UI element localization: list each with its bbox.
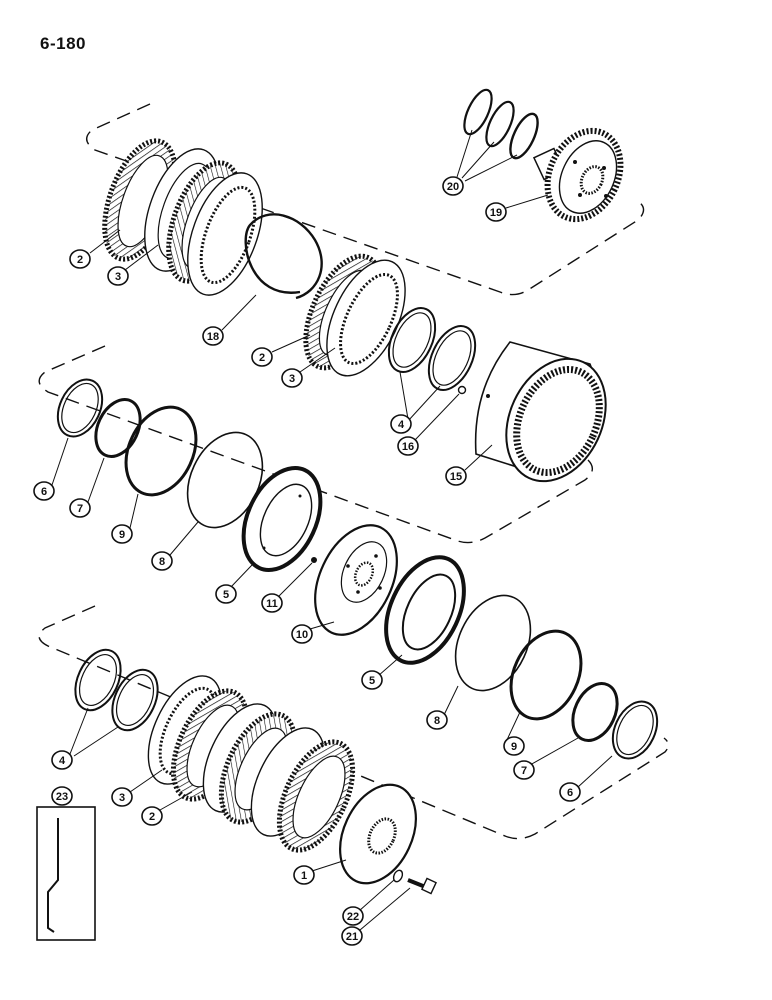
- carrier-hub-19: [532, 127, 624, 223]
- callout-number: 2: [149, 811, 155, 823]
- check-ball-16: [457, 385, 467, 395]
- seal-rings-8-9-7-6-lower: [454, 594, 659, 760]
- callout-5: 5: [361, 670, 383, 690]
- leader-lines: [51, 129, 613, 931]
- callout-18: 18: [202, 326, 224, 346]
- callout-number: 6: [567, 787, 573, 799]
- group-outline-middle: [38, 345, 593, 544]
- clutch-pack-lower: [147, 675, 356, 853]
- callout-number: 3: [289, 373, 295, 385]
- callout-number: 5: [369, 675, 375, 687]
- callout-number: 7: [77, 503, 83, 515]
- callout-number: 23: [56, 791, 68, 803]
- callout-7: 7: [513, 760, 535, 780]
- callout-number: 10: [296, 629, 308, 641]
- callout-15: 15: [445, 466, 467, 486]
- callout-8: 8: [151, 551, 173, 571]
- callout-6: 6: [33, 481, 55, 501]
- seal-rings-6-7-9-8: [56, 378, 264, 529]
- callout-23: 23: [51, 786, 73, 806]
- callout-21: 21: [341, 926, 363, 946]
- check-ball-11: [311, 557, 317, 563]
- callout-number: 2: [77, 254, 83, 266]
- callout-number: 3: [115, 271, 121, 283]
- thrust-washers-4: [387, 307, 477, 391]
- callout-number: 21: [346, 931, 358, 943]
- callout-number: 1: [301, 870, 307, 882]
- clutch-pack-upper-2: [303, 253, 406, 377]
- callout-number: 15: [450, 471, 462, 483]
- callout-22: 22: [342, 906, 364, 926]
- callout-7: 7: [69, 498, 91, 518]
- callout-number: 4: [59, 755, 66, 767]
- clutch-pack-upper: [102, 138, 263, 296]
- inset-box-23: [36, 806, 96, 941]
- callout-8: 8: [426, 710, 448, 730]
- callout-number: 8: [434, 715, 440, 727]
- washer-22: [392, 869, 404, 883]
- callout-5: 5: [215, 584, 237, 604]
- callout-1: 1: [293, 865, 315, 885]
- piston-5-lower: [384, 555, 466, 665]
- callout-number: 22: [347, 911, 359, 923]
- callout-number: 20: [447, 181, 459, 193]
- callout-20: 20: [442, 176, 464, 196]
- callout-2: 2: [141, 806, 163, 826]
- callout-3: 3: [281, 368, 303, 388]
- callout-11: 11: [261, 593, 283, 613]
- callout-number: 5: [223, 589, 229, 601]
- group-outline-top: [86, 103, 645, 296]
- callout-2: 2: [69, 249, 91, 269]
- callout-number: 2: [259, 352, 265, 364]
- callout-number: 18: [207, 331, 219, 343]
- callout-2: 2: [251, 347, 273, 367]
- callout-number: 6: [41, 486, 47, 498]
- callout-number: 9: [119, 529, 125, 541]
- callout-10: 10: [291, 624, 313, 644]
- callout-3: 3: [111, 787, 133, 807]
- callout-number: 16: [402, 441, 414, 453]
- callout-3: 3: [107, 266, 129, 286]
- callout-19: 19: [485, 202, 507, 222]
- clutch-hub-1: [339, 783, 417, 885]
- piston-5-upper: [241, 465, 323, 573]
- snap-rings-20: [463, 88, 539, 160]
- callout-number: 11: [266, 598, 278, 610]
- page-number: 6-180: [40, 34, 86, 53]
- callout-number: 4: [398, 419, 405, 431]
- callout-4: 4: [390, 414, 412, 434]
- callout-9: 9: [111, 524, 133, 544]
- callout-number: 19: [490, 207, 502, 219]
- callout-number: 8: [159, 556, 165, 568]
- thrust-washers-4-lower: [74, 648, 159, 732]
- callout-number: 3: [119, 792, 125, 804]
- callout-number: 9: [511, 741, 517, 753]
- snap-ring-18: [244, 213, 323, 300]
- callout-6: 6: [559, 782, 581, 802]
- callout-9: 9: [503, 736, 525, 756]
- callout-16: 16: [397, 436, 419, 456]
- bolt-21: [407, 877, 437, 895]
- callout-4: 4: [51, 750, 73, 770]
- clutch-drum-15: [474, 341, 607, 483]
- callout-number: 7: [521, 765, 527, 777]
- clutch-hub-10: [314, 524, 398, 636]
